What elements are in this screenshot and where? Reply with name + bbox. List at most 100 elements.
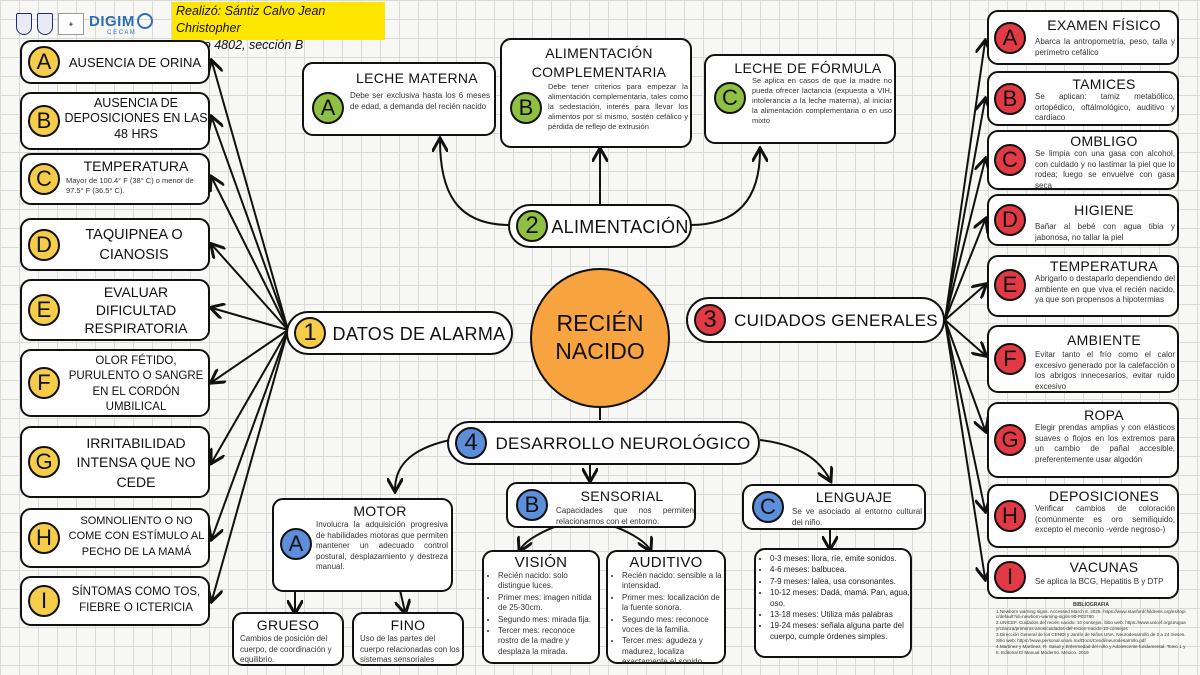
feeding-title: LECHE DE FÓRMULA [734,60,882,76]
sensorial-desc: Capacidades que nos permiten relacionarn… [556,506,694,526]
letter-h-badge: H [994,500,1026,532]
care-desc: Bañar al bebé con agua tibia y jabonosa,… [1035,222,1175,242]
bibliography-item: 4.Martínez y Martínez, R. Salud y Enferm… [996,644,1186,656]
bibliography-item: 2.UNICEF. Cuidados del recién nacido: 10… [996,620,1186,632]
alarm-item-h: H SOMNOLIENTO O NO COME CON ESTÍMULO AL … [20,508,210,568]
alarm-text: EVALUAR DIFICULTAD RESPIRATORIA [84,284,188,337]
care-item-e: E TEMPERATURA Abrigarlo o destaparlo dep… [987,255,1179,317]
fino-desc: Uso de las partes del cuerpo relacionada… [360,634,460,665]
care-item-d: D HIGIENE Bañar al bebé con agua tibia y… [987,194,1179,246]
branch-number-1: 1 [294,317,326,349]
care-title: TAMICES [1072,76,1136,92]
feeding-desc: Debe ser exclusiva hasta los 6 meses de … [350,91,490,111]
header-banner: Realizó: Sántiz Calvo Jean Christopher G… [172,2,385,52]
digim-logo-text: DIGIM [89,12,135,30]
alarm-text: AUSENCIA DE ORINA [68,55,202,70]
vision-list: Recién nacido: solo distingue luces. Pri… [488,571,596,658]
alarm-desc: Mayor de 100.4° F (38° C) o menor de 97.… [66,176,194,195]
alarm-text: SOMNOLIENTO O NO COME CON ESTÍMULO AL PE… [68,515,205,558]
neuro-lenguaje: C LENGUAJE Se ve asociado al entorno cul… [742,484,926,530]
neuro-fino: FINO Uso de las partes del cuerpo relaci… [352,612,464,666]
care-desc: Elegir prendas amplias y con elásticos s… [1035,423,1175,464]
branch-label-feeding: ALIMENTACIÓN [551,217,689,237]
letter-a-badge: A [994,22,1026,54]
hospital-logo-icon: ✚ [58,13,84,35]
care-desc: Evitar tanto el frío como el calor exces… [1035,350,1175,391]
lenguaje-list: 0-3 meses: llora, ríe, emite sonidos. 4-… [760,554,910,643]
care-desc: Abarca la antropometría, peso, talla y p… [1035,37,1175,57]
letter-c-badge: C [28,163,60,195]
author-text: Realizó: Sántiz Calvo Jean Christopher [176,4,326,35]
letter-b-badge: B [994,83,1026,115]
list-item: Segundo mes: reconoce voces de la famili… [622,615,722,636]
neuro-motor: A MOTOR Involucra la adquisición progres… [272,498,453,592]
letter-e-badge: E [994,269,1026,301]
list-item: Primer mes: localización de la fuente so… [622,593,722,614]
fino-title: FINO [390,617,426,633]
auditivo-list: Recién nacido: sensible a la intensidad.… [612,571,722,669]
branch-label-alarm: DATOS DE ALARMA [332,324,506,344]
alarm-text: AUSENCIA DE DEPOSICIONES EN LAS 48 HRS [64,96,208,141]
alarm-text: TEMPERATURA [83,158,189,174]
list-item: Recién nacido: solo distingue luces. [498,571,596,592]
letter-a-badge: A [28,46,60,78]
alarm-item-g: G IRRITABILIDAD INTENSA QUE NO CEDE [20,426,210,498]
center-title: RECIÉN NACIDO [555,310,645,364]
list-item: 19-24 meses: señala alguna parte del cue… [770,621,910,642]
alarm-text: TAQUIPNEA O CIANOSIS [85,227,183,263]
lenguaje-desc: Se ve asociado al entorno cultural del n… [792,507,922,527]
letter-g-badge: G [28,446,60,478]
header-logos: ✚ DIGIM C E C A M [16,6,168,42]
care-desc: Se limpia con una gasa con alcohol, con … [1035,149,1175,190]
grueso-title: GRUESO [256,617,320,633]
letter-f-badge: F [994,343,1026,375]
branch-alarm: 1 DATOS DE ALARMA [286,311,513,355]
letter-i-badge: I [994,561,1026,593]
sensorial-title: SENSORIAL [580,488,664,504]
letter-d-badge: D [28,229,60,261]
branch-label-neuro: DESARROLLO NEUROLÓGICO [495,434,751,453]
letter-d-badge: D [994,204,1026,236]
feeding-item-a: A LECHE MATERNA Debe ser exclusiva hasta… [302,62,496,136]
faculty-shield-icon [37,13,53,35]
care-title: VACUNAS [1069,559,1139,575]
alarm-item-f: F OLOR FÉTIDO, PURULENTO O SANGRE EN EL … [20,349,210,417]
care-title: AMBIENTE [1067,332,1141,348]
letter-b-badge: B [516,489,548,521]
care-item-f: F AMBIENTE Evitar tanto el frío como el … [987,325,1179,393]
feeding-item-c: C LECHE DE FÓRMULA Se aplica en casos de… [704,54,896,144]
neuro-vision: VISIÓN Recién nacido: solo distingue luc… [482,550,600,664]
alarm-item-d: D TAQUIPNEA O CIANOSIS [20,218,210,271]
unam-shield-icon [16,13,32,35]
branch-number-3: 3 [694,304,726,336]
care-title: DEPOSICIONES [1048,488,1160,504]
care-item-g: G ROPA Elegir prendas amplias y con elás… [987,402,1179,478]
branch-label-care: CUIDADOS GENERALES [734,311,938,330]
care-title: OMBLIGO [1070,133,1138,149]
bibliography-title: BIBLIOGRAFÍA [1072,602,1110,608]
branch-care: 3 CUIDADOS GENERALES [686,297,945,343]
letter-b-badge: B [28,105,60,137]
feeding-title: LECHE MATERNA [356,70,478,86]
letter-f-badge: F [28,367,60,399]
letter-g-badge: G [994,424,1026,456]
neuro-sensorial: B SENSORIAL Capacidades que nos permiten… [506,482,696,528]
feeding-desc: Se aplica en casos de que la madre no pu… [752,76,892,125]
auditivo-title: AUDITIVO [629,554,703,571]
alarm-item-i: I SÍNTOMAS COMO TOS, FIEBRE O ICTERICIA [20,576,210,626]
list-item: Primer mes: imagen nítida de 25-30cm. [498,593,596,614]
letter-e-badge: E [28,294,60,326]
list-item: 10-12 meses: Dadá, mamá. Pan, agua, oso. [770,588,910,609]
branch-feeding: 2 ALIMENTACIÓN [508,204,692,248]
feeding-title: ALIMENTACIÓN COMPLEMENTARIA [531,45,667,80]
digim-swirl-icon [136,13,153,29]
care-item-c: C OMBLIGO Se limpia con una gasa con alc… [987,130,1179,190]
bibliography: BIBLIOGRAFÍA 1.Newborn warning signs. Ac… [996,602,1186,673]
care-desc: Verificar cambios de coloración (comúnme… [1035,504,1175,535]
alarm-item-c: C TEMPERATURA Mayor de 100.4° F (38° C) … [20,153,210,205]
motor-desc: Involucra la adquisición progresiva de h… [316,520,448,572]
list-item: 0-3 meses: llora, ríe, emite sonidos. [770,554,910,564]
alarm-item-e: E EVALUAR DIFICULTAD RESPIRATORIA [20,279,210,341]
care-item-a: A EXAMEN FÍSICO Abarca la antropometría,… [987,10,1179,65]
grueso-desc: Cambios de posición del cuerpo, de coord… [240,634,332,665]
